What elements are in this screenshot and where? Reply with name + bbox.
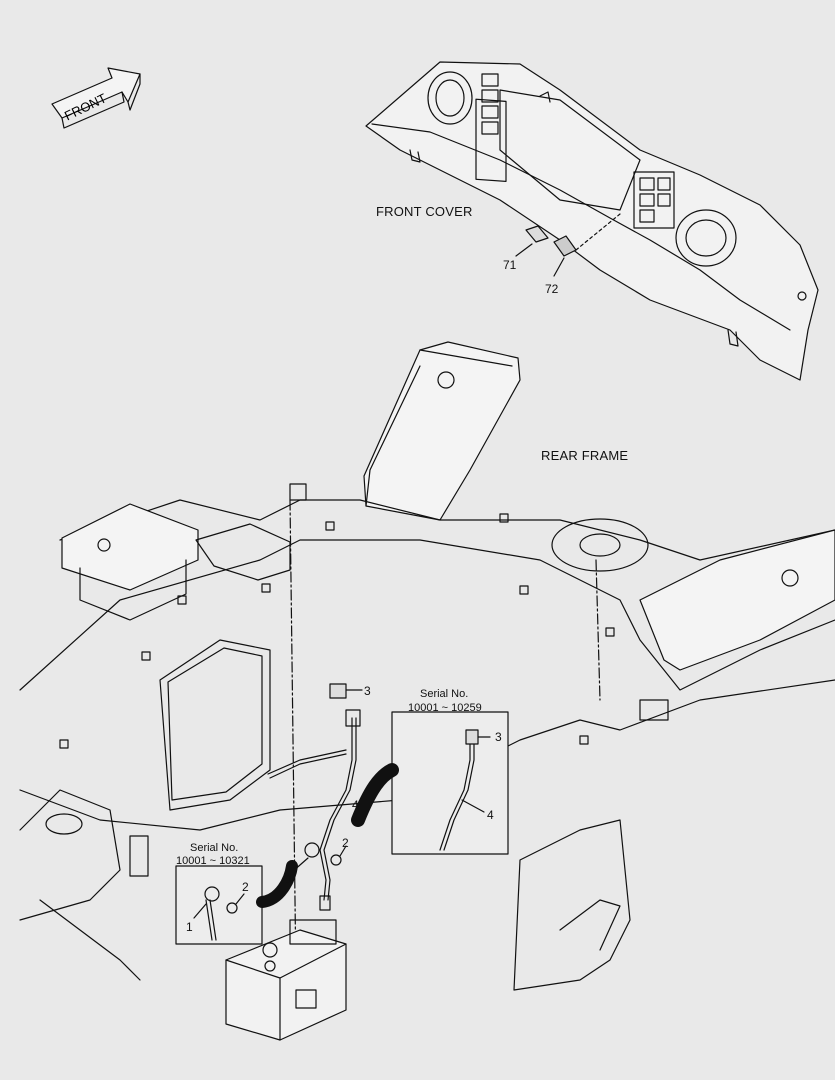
bolt-part-2 — [330, 845, 347, 866]
callout-71: 71 — [503, 258, 517, 272]
rear-frame — [19, 341, 835, 991]
bracket-part-3 — [329, 683, 363, 699]
callout-3-main: 3 — [364, 684, 371, 698]
serial-inset-left — [175, 860, 298, 945]
callout-2-main: 2 — [342, 836, 349, 850]
inset-left-callout-2: 2 — [242, 880, 249, 894]
callout-1-main: 1 — [286, 872, 293, 886]
valve-assembly — [225, 919, 347, 1041]
callout-72: 72 — [545, 282, 559, 296]
inset-left-callout-1: 1 — [186, 920, 193, 934]
front-arrow-icon — [51, 67, 141, 129]
inset-left-serial-range: 10001 ~ 10321 — [176, 855, 250, 867]
inset-right-callout-3: 3 — [495, 730, 502, 744]
inset-right-callout-4: 4 — [487, 808, 494, 822]
inset-right-serial-range: 10001 ~ 10259 — [408, 702, 482, 714]
inset-right-serial-label: Serial No. — [420, 688, 469, 700]
callout-4-main: 4 — [352, 798, 359, 812]
inset-left-serial-label: Serial No. — [190, 842, 239, 854]
hose-part-4 — [267, 709, 361, 911]
front-cover-title: FRONT COVER — [376, 204, 473, 219]
serial-inset-right — [351, 711, 509, 855]
switch-part-72 — [553, 213, 621, 277]
rear-frame-title: REAR FRAME — [541, 448, 629, 463]
front-cover-panel — [365, 61, 819, 381]
switch-part-71 — [515, 225, 549, 257]
